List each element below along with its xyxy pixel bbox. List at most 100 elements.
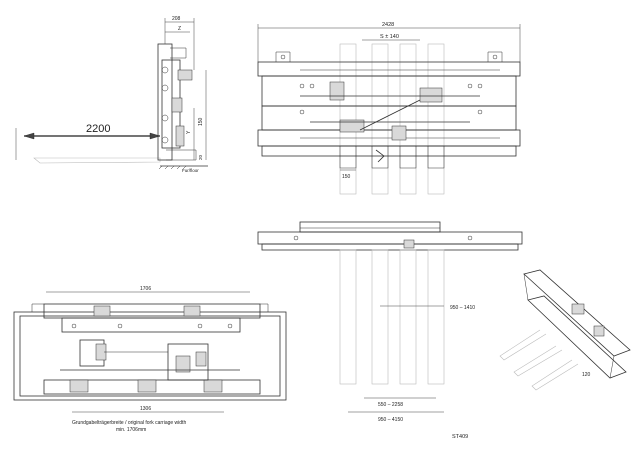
cylinder-block <box>403 239 415 249</box>
front-view: 950 – 1410 550 – 2258 950 – 4150 <box>257 221 523 423</box>
lower-frame <box>261 145 517 157</box>
rear-lug-left <box>31 303 44 312</box>
rear-lug-right <box>260 303 269 312</box>
valve-block <box>175 355 191 373</box>
iso-fork-tine <box>513 345 563 377</box>
fork-tine-faded <box>399 43 417 195</box>
dim-fork-width: 150 <box>342 174 351 180</box>
cylinder-block <box>419 87 443 103</box>
connector-bracket <box>375 149 385 163</box>
middle-frame <box>261 105 517 131</box>
bolt-icon <box>299 83 305 89</box>
lower-hook <box>166 149 197 161</box>
fork-tine-outline <box>33 157 161 164</box>
upper-frame <box>261 75 517 107</box>
carriage-note-line2: min. 1706mm <box>116 427 146 433</box>
fork-tine-front <box>427 249 445 385</box>
front-upper-bar <box>257 231 523 245</box>
fork-hook-block <box>69 379 89 393</box>
fork-heel <box>339 145 357 169</box>
fork-heel <box>427 145 445 169</box>
rear-view: 1706 1306 Grundgabelträgerbreite / origi… <box>13 286 287 433</box>
bolt-icon <box>161 66 169 74</box>
iso-dim-label: 120 <box>582 372 591 378</box>
valve-assembly <box>167 343 209 381</box>
bolt-icon <box>227 323 233 329</box>
iso-upper-beam <box>523 269 631 357</box>
cylinder-block <box>175 125 185 147</box>
cylinder-block <box>171 97 183 113</box>
isometric-view: 120 <box>499 269 631 391</box>
iso-fork-tine <box>499 329 547 361</box>
bolt-icon <box>71 323 77 329</box>
dim-inner: 1306 <box>140 406 151 412</box>
top-block <box>183 305 201 317</box>
hydraulic-hose <box>359 99 421 131</box>
dim-range-b: 550 – 2258 <box>378 402 403 408</box>
iso-edge <box>523 273 529 301</box>
dim-range-c: 950 – 4150 <box>378 417 403 423</box>
hook-block <box>177 69 193 81</box>
dim-height: 150 <box>198 117 204 126</box>
arrow-left-icon <box>23 132 35 140</box>
dim-range-a: 950 – 1410 <box>450 305 475 311</box>
side-view: 2200 208 Z 150 Y 20 Fur/floor <box>15 16 208 173</box>
bolt-icon <box>492 54 498 60</box>
floor-hatch <box>158 165 187 170</box>
mounting-lug <box>487 51 503 62</box>
fork-tine-faded <box>339 43 357 195</box>
carriage-frame <box>157 43 173 161</box>
dim-sideshift: S ± 140 <box>380 34 399 40</box>
cylinder-block <box>339 119 365 133</box>
dim-fork-length: 2200 <box>86 123 110 135</box>
bolt-icon <box>280 54 286 60</box>
upper-hook <box>170 47 187 59</box>
bolt-icon <box>309 83 315 89</box>
drawing-number: ST409 <box>452 434 468 440</box>
front-top-plate <box>299 221 441 233</box>
floor-label: Fur/floor <box>182 168 199 173</box>
fork-hook-block <box>203 379 223 393</box>
bolt-icon <box>161 136 169 144</box>
bolt-icon <box>467 83 473 89</box>
front-lower-bar <box>261 243 519 251</box>
bolt-icon <box>477 109 483 115</box>
dim-top-width: 208 <box>172 16 181 22</box>
fork-heel <box>371 145 389 169</box>
dim-y: Y <box>186 130 192 134</box>
bolt-icon <box>293 235 299 241</box>
top-view: 2428 S ± 140 <box>257 22 521 195</box>
bolt-icon <box>197 323 203 329</box>
bolt-icon <box>299 109 305 115</box>
carriage-note-line1: Grundgabelträgerbreite / original fork c… <box>72 420 186 426</box>
fork-tine-front <box>371 249 389 385</box>
dim-bottom: 20 <box>198 154 203 160</box>
upper-rail <box>257 61 521 77</box>
dim-overall-width: 2428 <box>382 22 394 28</box>
iso-edge <box>609 355 615 379</box>
fork-tine-front <box>339 249 357 385</box>
mounting-lug <box>275 51 291 62</box>
rear-outer-frame <box>13 311 287 401</box>
bolt-icon <box>117 323 123 329</box>
rear-inner-frame <box>19 315 281 397</box>
arrow-right-icon <box>149 132 161 140</box>
bolt-icon <box>467 235 473 241</box>
cylinder-block <box>329 81 345 101</box>
iso-lower-beam <box>527 295 627 379</box>
bolt-icon <box>477 83 483 89</box>
cylinder-block <box>391 125 407 141</box>
dim-width: 1706 <box>140 286 151 292</box>
fork-tine-faded <box>371 43 389 195</box>
fork-hook-block <box>137 379 157 393</box>
rear-top-plate <box>61 317 241 333</box>
fork-tine-faded <box>427 43 445 195</box>
iso-fork-tine <box>531 359 579 391</box>
bolt-icon <box>161 84 169 92</box>
iso-block <box>571 303 585 315</box>
bolt-icon <box>161 114 169 122</box>
dim-top-inner: Z <box>178 26 181 32</box>
top-block <box>93 305 111 317</box>
